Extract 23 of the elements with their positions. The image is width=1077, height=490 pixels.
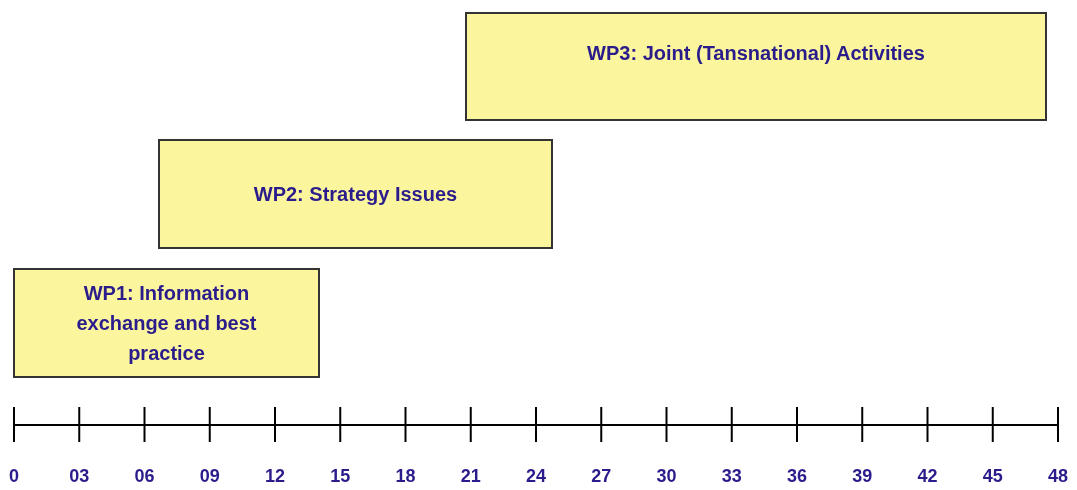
tick-label: 15 — [329, 466, 352, 487]
tick-label: 03 — [68, 466, 91, 487]
tick-label: 12 — [264, 466, 286, 487]
work-package-bar — [465, 12, 1047, 121]
tick-label: 30 — [655, 466, 678, 487]
tick-label: 48 — [1047, 466, 1069, 487]
tick-label: 45 — [981, 466, 1004, 487]
work-package-label: WP1: Information exchange and best practice — [75, 281, 258, 366]
work-package-label: WP3: Joint (Tansnational) Activities — [586, 41, 926, 66]
tick-label: 0 — [8, 466, 20, 487]
tick-label: 42 — [916, 466, 939, 487]
work-package-label: WP2: Strategy Issues — [252, 182, 459, 207]
tick-label: 06 — [133, 466, 156, 487]
tick-label: 33 — [720, 466, 743, 487]
tick-label: 36 — [786, 466, 808, 487]
work-package-bar — [158, 139, 553, 249]
tick-label: 39 — [851, 466, 874, 487]
tick-label: 18 — [394, 466, 417, 487]
tick-label: 27 — [590, 466, 613, 487]
tick-label: 21 — [459, 466, 482, 487]
work-package-bar — [13, 268, 320, 378]
tick-label: 09 — [198, 466, 221, 487]
tick-label: 24 — [525, 466, 547, 487]
